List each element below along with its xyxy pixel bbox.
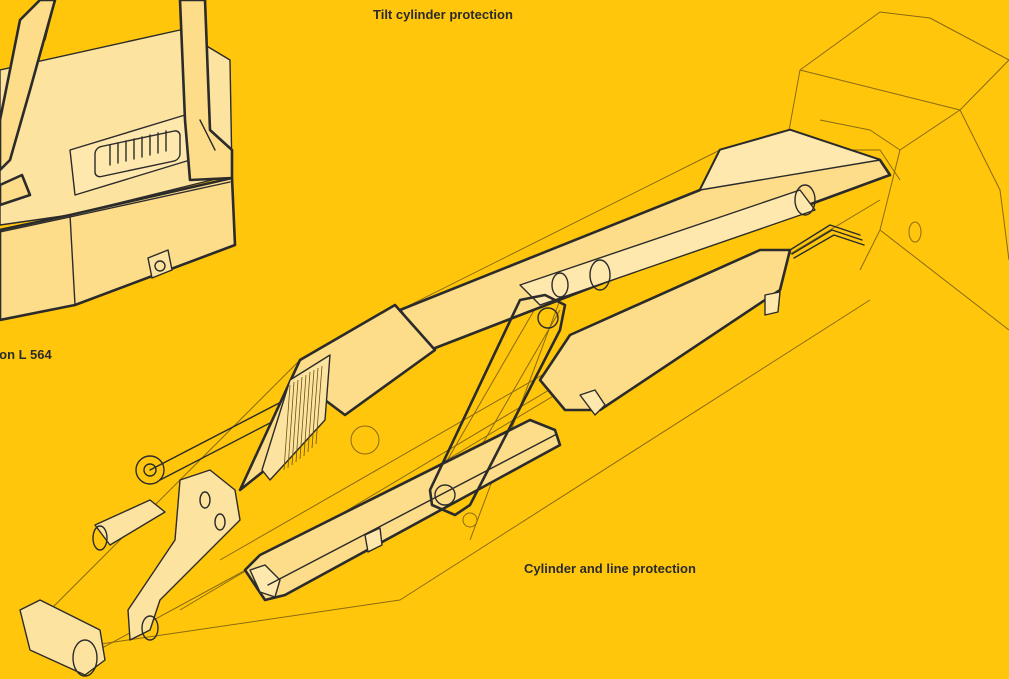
lift-link xyxy=(428,293,567,517)
rear-protection-drawing xyxy=(0,0,237,322)
cylinder-line-guard-upper xyxy=(538,248,792,416)
grille-slats xyxy=(109,130,167,166)
tilt-cylinder-guard xyxy=(238,128,892,492)
tilt-cylinder-protection-label: Tilt cylinder protection xyxy=(373,7,513,22)
rear-protection-label: ction L 564 xyxy=(0,347,52,362)
cylinder-line-protection-label: Cylinder and line protection xyxy=(524,561,696,576)
guard-vent-hatch xyxy=(283,365,323,471)
hydraulic-lines xyxy=(789,224,865,259)
cylinder-line-guard-lower xyxy=(243,418,562,602)
